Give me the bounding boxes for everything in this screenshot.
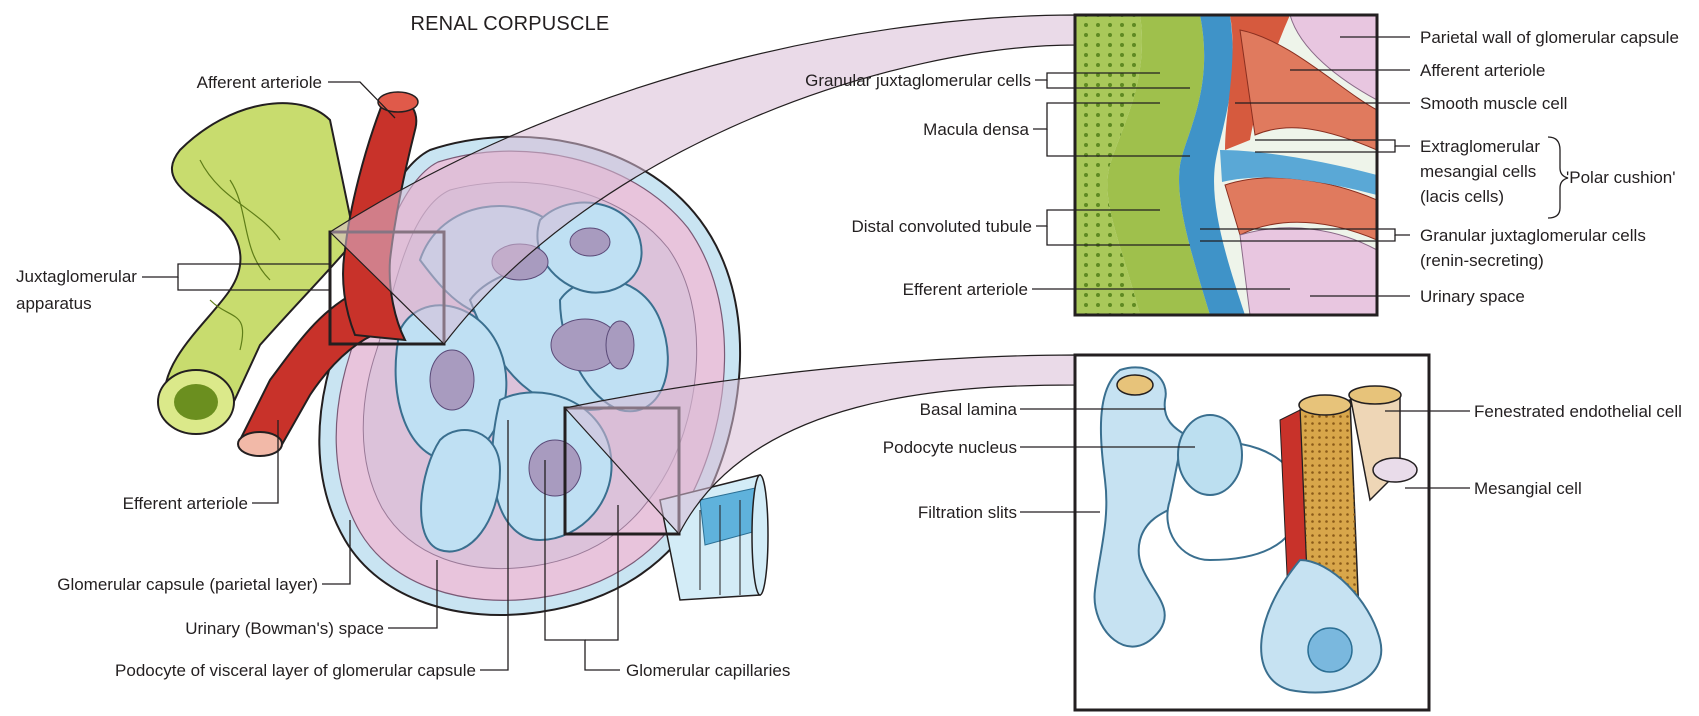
main-illustration [158,15,1075,615]
label-granular-jg-cells: Granular juxtaglomerular cells [805,71,1031,90]
inset-juxtaglomerular [1075,15,1377,315]
label-extraglomerular-line3: (lacis cells) [1420,187,1504,206]
label-urinary-space: Urinary space [1420,287,1525,306]
label-smooth-muscle-cell: Smooth muscle cell [1420,94,1567,113]
label-granular-jg-renin-line1: Granular juxtaglomerular cells [1420,226,1646,245]
label-distal-convoluted-tubule: Distal convoluted tubule [851,217,1032,236]
label-fenestrated-endothelial-cell: Fenestrated endothelial cell [1474,402,1682,421]
label-extraglomerular-line2: mesangial cells [1420,162,1536,181]
label-afferent-arteriole: Afferent arteriole [197,73,322,92]
label-macula-densa: Macula densa [923,120,1029,139]
label-podocyte-visceral: Podocyte of visceral layer of glomerular… [115,661,476,680]
label-juxtaglomerular-line2: apparatus [16,294,92,313]
label-juxtaglomerular-line1: Juxtaglomerular [16,267,137,286]
label-urinary-bowmans-space: Urinary (Bowman's) space [185,619,384,638]
label-mesangial-cell: Mesangial cell [1474,479,1582,498]
label-extraglomerular-line1: Extraglomerular [1420,137,1540,156]
label-glomerular-capsule-parietal: Glomerular capsule (parietal layer) [57,575,318,594]
label-basal-lamina: Basal lamina [920,400,1018,419]
label-efferent-arteriole: Efferent arteriole [123,494,248,513]
diagram-title: RENAL CORPUSCLE [411,13,610,35]
label-polar-cushion: 'Polar cushion' [1566,168,1676,187]
label-parietal-wall: Parietal wall of glomerular capsule [1420,28,1679,47]
label-filtration-slits: Filtration slits [918,503,1017,522]
label-podocyte-nucleus: Podocyte nucleus [883,438,1017,457]
label-afferent-arteriole-inset: Afferent arteriole [1420,61,1545,80]
label-glomerular-capillaries: Glomerular capillaries [626,661,790,680]
label-granular-jg-renin-line2: (renin-secreting) [1420,251,1544,270]
label-efferent-arteriole-inset: Efferent arteriole [903,280,1028,299]
inset-filtration-membrane [1075,355,1429,710]
